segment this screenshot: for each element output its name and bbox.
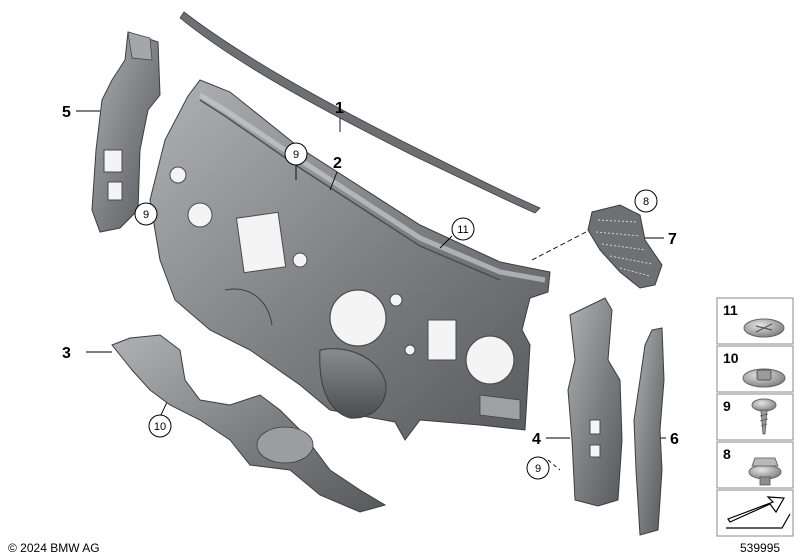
lower-insulation-strip <box>111 334 387 513</box>
side-insulation-left-upper <box>91 31 161 233</box>
svg-text:11: 11 <box>723 302 738 318</box>
callout-4: 4 <box>532 431 541 448</box>
perforated-panel <box>587 204 663 289</box>
svg-text:8: 8 <box>643 196 649 208</box>
svg-text:10: 10 <box>154 421 166 433</box>
legend-item-9: 9 <box>716 393 794 441</box>
diagram-number: 539995 <box>740 541 781 555</box>
circled-ref-9-left: 9 <box>134 202 158 226</box>
legend-item-11: 11 <box>716 297 794 345</box>
circled-ref-9-right: 9 <box>526 456 550 480</box>
svg-text:9: 9 <box>723 398 731 414</box>
narrow-insulation-strip <box>633 327 665 536</box>
circled-ref-11: 11 <box>451 217 475 241</box>
callout-2: 2 <box>333 155 342 172</box>
side-insulation-right <box>567 297 623 507</box>
svg-text:10: 10 <box>723 350 739 366</box>
assembly-arrow-icon <box>727 496 785 523</box>
circled-ref-8: 8 <box>634 189 658 213</box>
bulkhead-insulation <box>149 79 551 441</box>
copyright-text: © 2024 BMW AG <box>8 541 100 555</box>
svg-text:9: 9 <box>293 149 299 161</box>
legend-arrow-box <box>716 489 794 537</box>
legend-item-10: 10 <box>716 345 794 393</box>
legend-item-8: 8 <box>716 441 794 489</box>
callout-3: 3 <box>62 345 71 362</box>
svg-text:8: 8 <box>723 446 731 462</box>
circled-ref-9-top: 9 <box>284 142 308 166</box>
cowl-seal-strip <box>179 11 541 214</box>
svg-text:9: 9 <box>143 209 149 221</box>
circled-ref-10: 10 <box>148 414 172 438</box>
svg-text:9: 9 <box>535 463 541 475</box>
screw-icon <box>751 398 777 435</box>
callout-5: 5 <box>62 104 71 121</box>
callout-6: 6 <box>670 431 679 448</box>
collar-nut-icon <box>748 457 782 486</box>
fastener-legend: 11 10 9 8 <box>716 297 794 537</box>
callout-1: 1 <box>335 100 344 117</box>
callout-7: 7 <box>668 231 677 248</box>
svg-text:11: 11 <box>457 224 468 236</box>
